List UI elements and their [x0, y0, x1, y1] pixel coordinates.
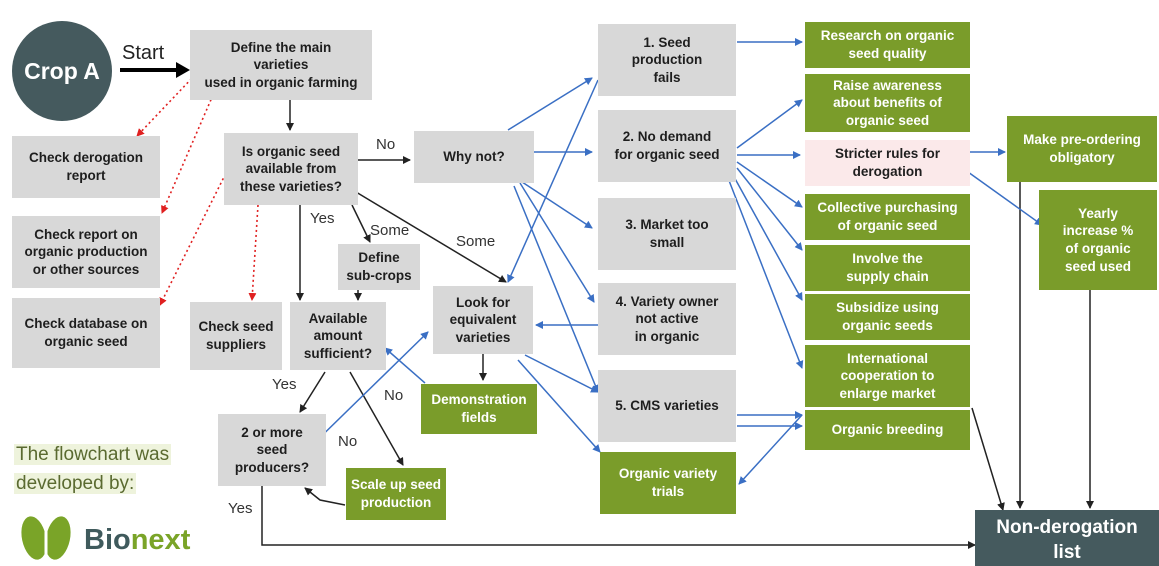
international-cooperation-box: International cooperation to enlarge mar…	[805, 345, 970, 407]
reason-variety-owner-not-active-box: 4. Variety owner not active in organic	[598, 283, 736, 355]
start-label: Start	[122, 42, 165, 64]
is-organic-seed-available-box: Is organic seed available from these var…	[224, 133, 358, 205]
credit-line-1: The flowchart was	[14, 444, 172, 465]
crop-a-circle: Crop A	[12, 21, 112, 121]
credit-line-2: developed by:	[14, 473, 137, 495]
bionext-logo-icon	[21, 516, 71, 562]
define-sub-crops-box: Define sub-crops	[338, 244, 420, 290]
involve-supply-chain-box: Involve the supply chain	[805, 245, 970, 291]
available-amount-sufficient-box: Available amount sufficient?	[290, 302, 386, 370]
two-or-more-seed-producers-box: 2 or more seed producers?	[218, 414, 326, 486]
red-dotted-connectors	[136, 74, 259, 306]
make-pre-ordering-obligatory-box: Make pre-ordering obligatory	[1007, 116, 1157, 182]
subsidize-organic-seeds-box: Subsidize using organic seeds	[805, 294, 970, 340]
reason-no-demand-box: 2. No demand for organic seed	[598, 110, 736, 182]
check-database-organic-seed-box: Check database on organic seed	[12, 298, 160, 368]
edge-label-no-scale-up: No	[384, 387, 404, 404]
edge-label-no-why-not: No	[376, 136, 396, 153]
reason-cms-varieties-box: 5. CMS varieties	[598, 370, 736, 442]
edge-label-yes-non-derogation: Yes	[228, 500, 253, 517]
collective-purchasing-box: Collective purchasing of organic seed	[805, 194, 970, 240]
check-report-organic-production-box: Check report on organic production or ot…	[12, 216, 160, 288]
edge-label-yes-two-producers: Yes	[272, 376, 297, 393]
reason-seed-production-fails-box: 1. Seed production fails	[598, 24, 736, 96]
edge-label-no-look-equivalent: No	[338, 433, 358, 450]
edge-label-some-equivalent: Some	[456, 233, 496, 250]
logo-text-bio: Bio	[84, 524, 131, 556]
research-organic-seed-quality-box: Research on organic seed quality	[805, 22, 970, 68]
non-derogation-list-box: Non-derogation list	[975, 510, 1159, 566]
blue-connectors	[299, 38, 1043, 485]
check-seed-suppliers-box: Check seed suppliers	[190, 302, 282, 370]
stricter-rules-derogation-box: Stricter rules for derogation	[805, 140, 970, 186]
look-for-equivalent-varieties-box: Look for equivalent varieties	[433, 286, 533, 354]
define-main-varieties-box: Define the main varieties used in organi…	[190, 30, 372, 100]
reason-market-too-small-box: 3. Market too small	[598, 198, 736, 270]
edge-label-yes-available: Yes	[310, 210, 335, 227]
why-not-box: Why not?	[414, 131, 534, 183]
bionext-logo-text: Bionext	[84, 524, 190, 557]
check-derogation-report-box: Check derogation report	[12, 136, 160, 198]
edge-label-some-subcrops: Some	[370, 222, 410, 239]
black-connectors	[261, 100, 1094, 549]
organic-breeding-box: Organic breeding	[805, 410, 970, 450]
demonstration-fields-box: Demonstration fields	[421, 384, 537, 434]
scale-up-seed-production-box: Scale up seed production	[346, 468, 446, 520]
start-arrow	[120, 62, 190, 78]
credit-text: The flowchart was developed by:	[14, 440, 172, 499]
logo-text-next: next	[130, 524, 191, 556]
organic-variety-trials-box: Organic variety trials	[600, 452, 736, 514]
yearly-increase-organic-seed-box: Yearly increase % of organic seed used	[1039, 190, 1157, 290]
raise-awareness-box: Raise awareness about benefits of organi…	[805, 74, 970, 132]
